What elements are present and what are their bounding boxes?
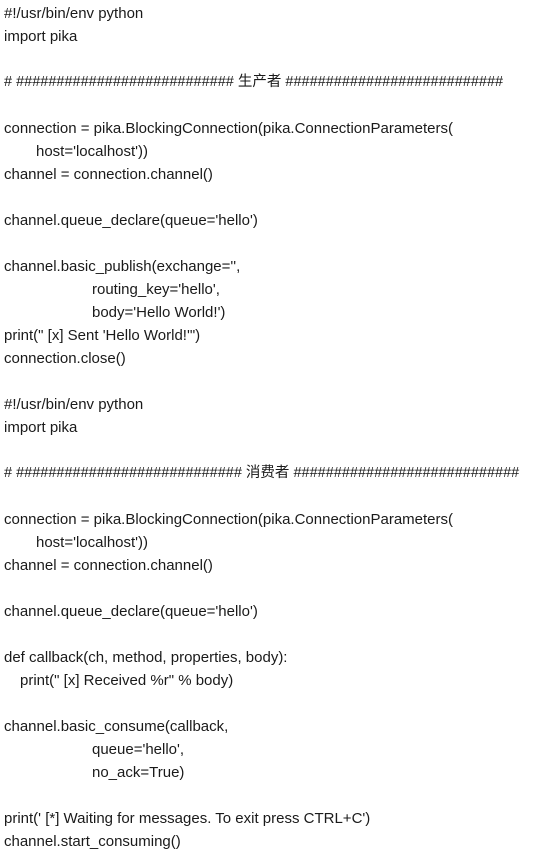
producer-close-line: connection.close() [4, 350, 126, 367]
producer-import: import pika [4, 28, 78, 45]
consumer-wait-print: print(' [*] Waiting for messages. To exi… [4, 810, 371, 827]
consumer-queue-declare: channel.queue_declare(queue='hello') [4, 603, 258, 620]
blank-line [4, 94, 549, 117]
producer-shebang: #!/usr/bin/env python [4, 5, 144, 22]
consumer-consume-queue: queue='hello', [92, 741, 185, 758]
blank-line [4, 48, 549, 71]
producer-channel-line: channel = connection.channel() [4, 166, 213, 183]
consumer-consume-line: channel.basic_consume(callback, [4, 718, 229, 735]
producer-print-line: print(" [x] Sent 'Hello World!'") [4, 327, 201, 344]
consumer-start-consuming: channel.start_consuming() [4, 833, 181, 850]
blank-line [4, 370, 549, 393]
consumer-header-comment: # ############################ 消费者 #####… [4, 465, 520, 481]
blank-line [4, 623, 549, 646]
producer-connection-line: connection = pika.BlockingConnection(pik… [4, 120, 454, 137]
consumer-section: #!/usr/bin/env python import pika # ####… [4, 393, 549, 853]
consumer-shebang: #!/usr/bin/env python [4, 396, 144, 413]
blank-line [4, 577, 549, 600]
blank-line [4, 692, 549, 715]
producer-header-comment: # ########################### 生产者 ######… [4, 74, 504, 90]
consumer-connection-line: connection = pika.BlockingConnection(pik… [4, 511, 454, 528]
consumer-def-callback: def callback(ch, method, properties, bod… [4, 649, 288, 666]
producer-queue-declare: channel.queue_declare(queue='hello') [4, 212, 258, 229]
consumer-connection-host: host='localhost')) [36, 534, 149, 551]
blank-line [4, 186, 549, 209]
blank-line [4, 439, 549, 462]
code-document: #!/usr/bin/env python import pika # ####… [4, 2, 549, 853]
blank-line [4, 784, 549, 807]
consumer-consume-no-ack: no_ack=True) [92, 764, 185, 781]
blank-line [4, 485, 549, 508]
producer-publish-body: body='Hello World!') [92, 304, 226, 321]
consumer-import: import pika [4, 419, 78, 436]
consumer-channel-line: channel = connection.channel() [4, 557, 213, 574]
producer-publish-line: channel.basic_publish(exchange='', [4, 258, 241, 275]
blank-line [4, 232, 549, 255]
producer-publish-routing-key: routing_key='hello', [92, 281, 220, 298]
producer-connection-host: host='localhost')) [36, 143, 149, 160]
producer-section: #!/usr/bin/env python import pika # ####… [4, 2, 549, 370]
consumer-callback-print: print(" [x] Received %r" % body) [20, 672, 234, 689]
